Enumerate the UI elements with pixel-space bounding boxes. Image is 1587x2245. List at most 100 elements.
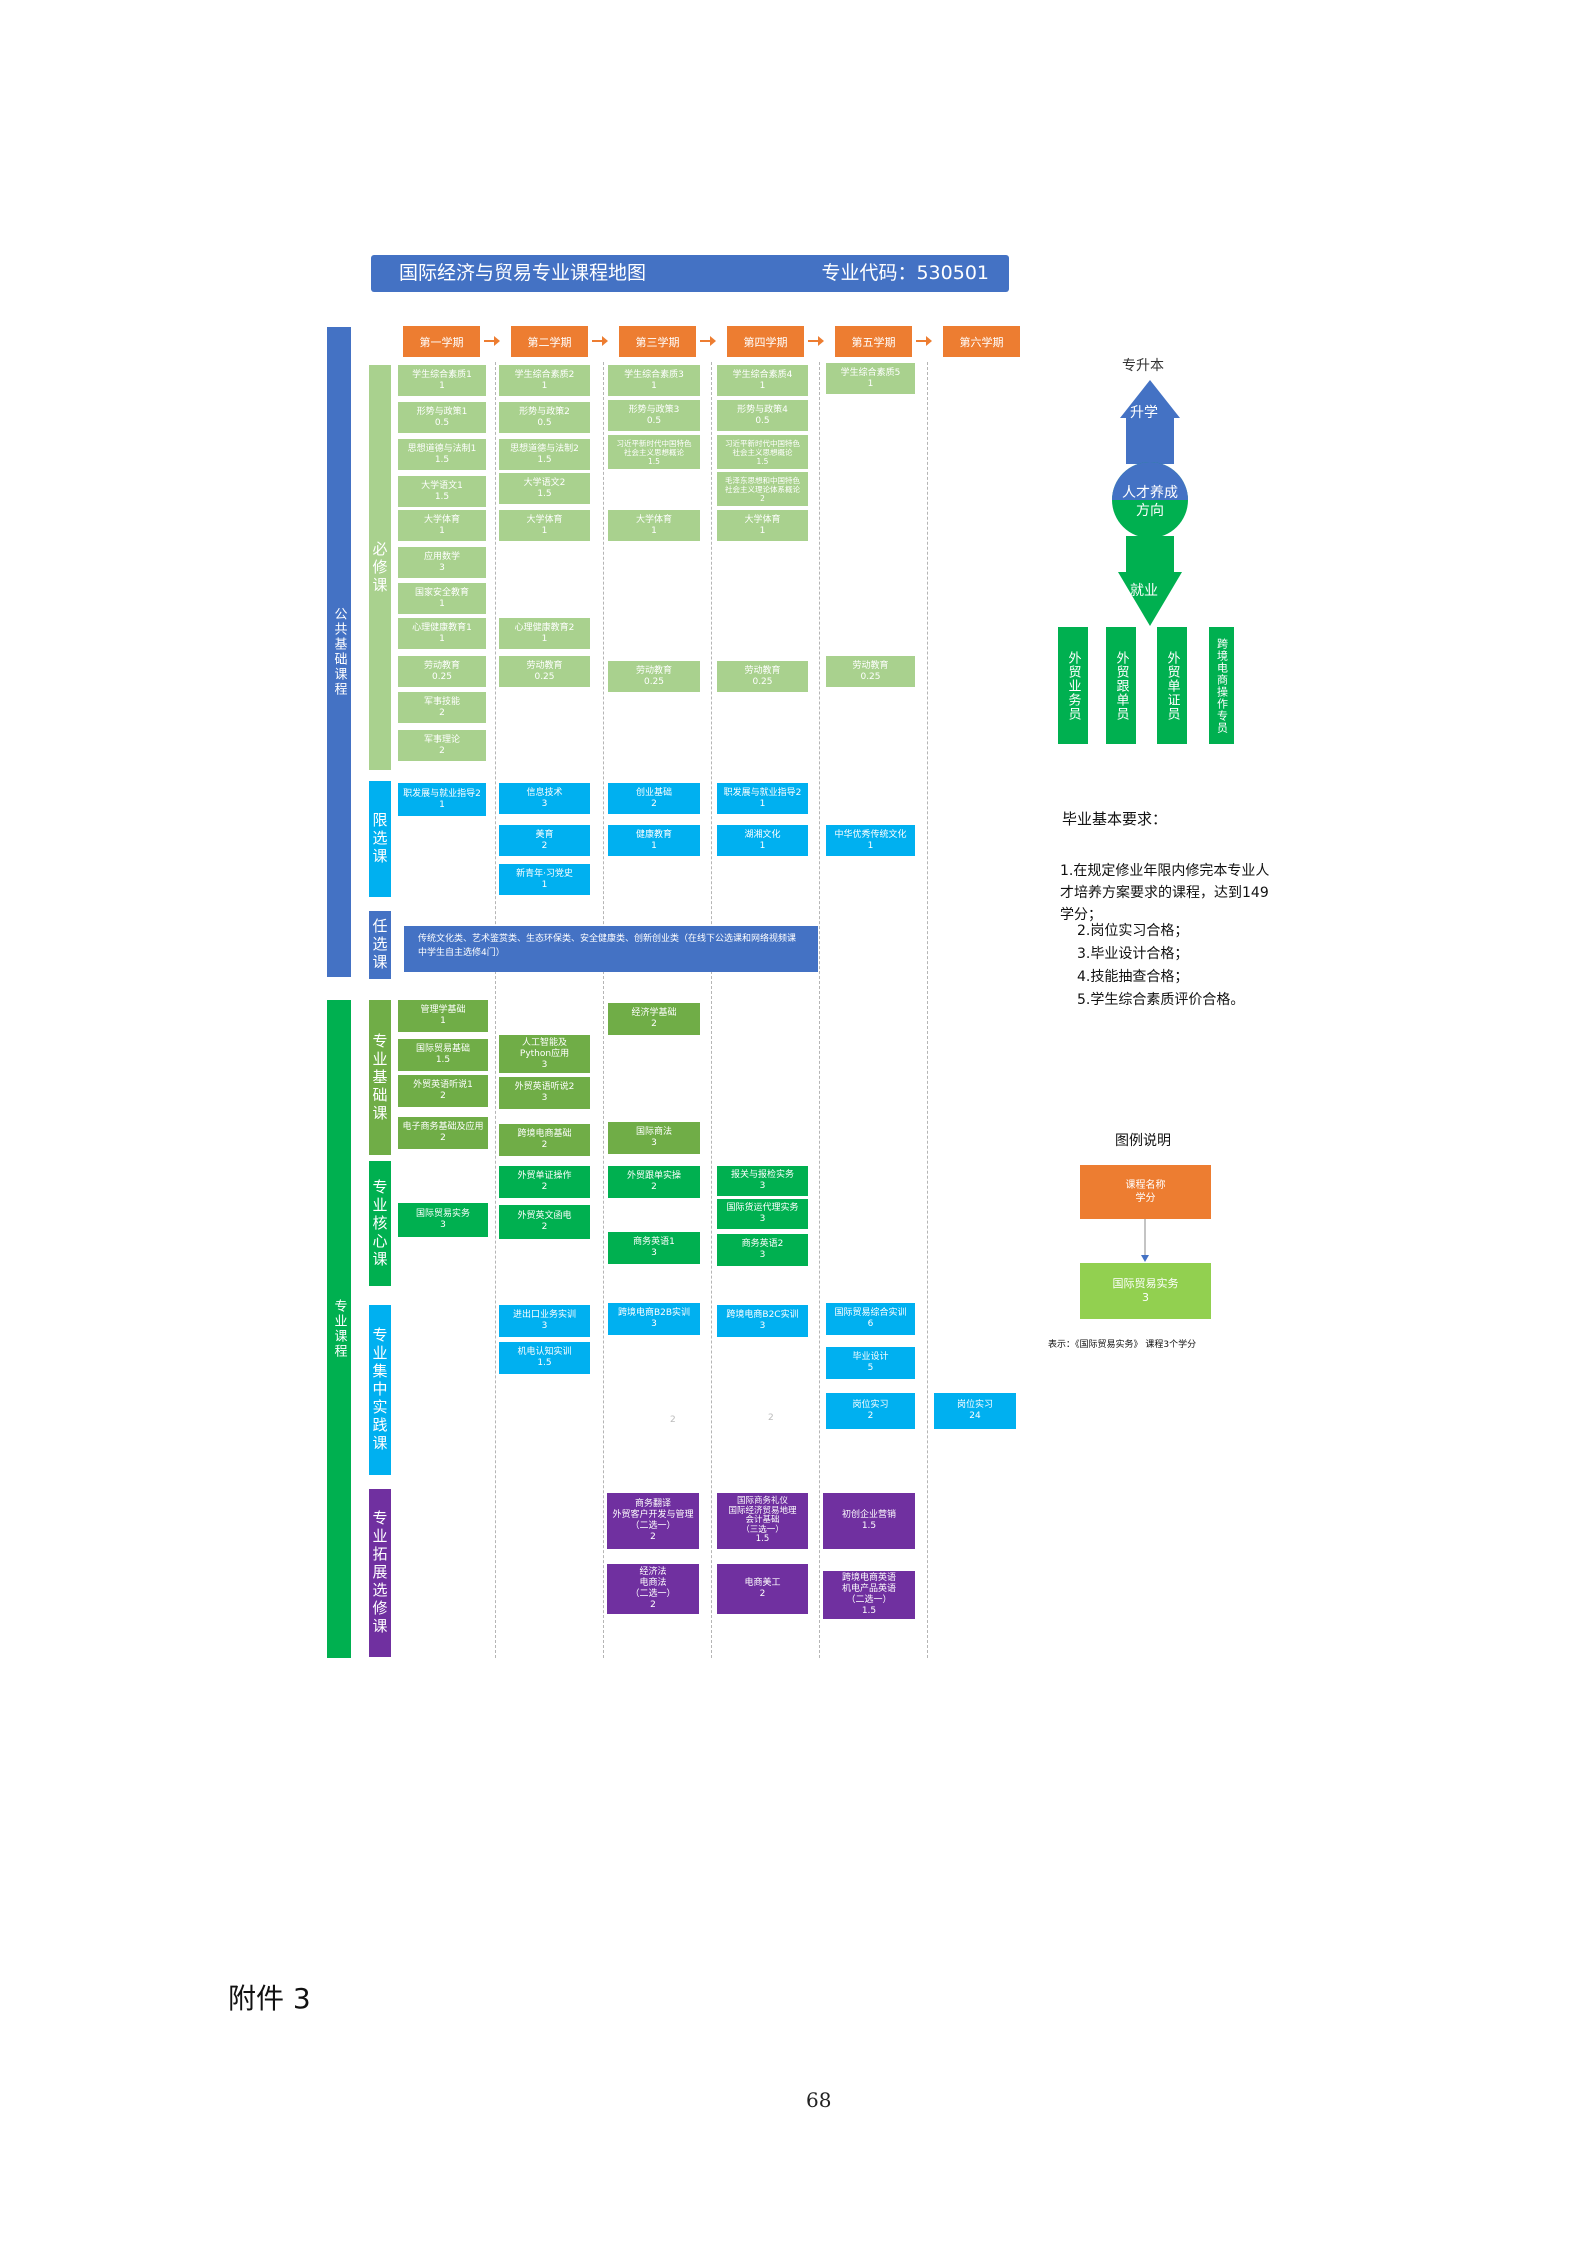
page-number: 68 <box>806 2088 832 2112</box>
career-box: 外贸跟单员 <box>1106 627 1136 744</box>
subgroup-core: 专业核心课 <box>369 1161 391 1286</box>
course-credit: 3 <box>759 1181 766 1191</box>
course-credit: 1 <box>651 525 657 536</box>
course-credit: 1 <box>541 380 548 391</box>
course-credit: 1 <box>439 525 445 536</box>
course-name: 外贸英文函电 <box>517 1211 572 1221</box>
course-name: 国家安全教育 <box>414 587 469 598</box>
course-name: 军事理论 <box>423 734 460 745</box>
course-name: 商务翻译 外贸客户开发与管理 （二选一） <box>612 1499 694 1531</box>
course-name: 职发展与就业指导2 <box>723 787 802 798</box>
course-name: 军事技能 <box>423 696 460 707</box>
course-name: 岗位实习 <box>956 1400 993 1410</box>
course-credit: 0.5 <box>434 417 450 428</box>
course-credit: 0.25 <box>752 676 773 687</box>
course-name: 毕业设计 <box>852 1352 889 1362</box>
course-name: 国际贸易实务 <box>1112 1277 1179 1290</box>
course-credit: 3 <box>1142 1291 1149 1304</box>
semester-arrow <box>808 336 824 346</box>
requirement-item: 5.学生综合素质评价合格。 <box>1077 992 1245 1008</box>
course-credit: 学分 <box>1135 1193 1156 1204</box>
course-name: 劳动教育 <box>744 665 781 676</box>
course-credit: 6 <box>867 1319 874 1329</box>
course-credit: 3 <box>759 1321 766 1331</box>
course-credit: 1.5 <box>756 456 769 466</box>
course-name: 健康教育 <box>635 829 672 840</box>
course-credit: 0.5 <box>755 415 770 426</box>
course-name: 外贸单证操作 <box>517 1171 572 1181</box>
column-divider <box>603 362 604 1658</box>
group-major-courses: 专业课程 <box>327 1000 351 1658</box>
course-name: 大学语文1 <box>421 480 463 491</box>
subgroup-foundation: 专业基础课 <box>369 1000 391 1155</box>
semester-5-header: 第五学期 <box>835 326 912 357</box>
subgroup-required: 必修课 <box>369 365 391 770</box>
course-name: 心理健康教育2 <box>514 622 575 633</box>
course-credit: 1.5 <box>537 488 552 499</box>
course-name: 习近平新时代中国特色 社会主义思想概论 <box>616 438 692 457</box>
course-name: 大学语文2 <box>523 477 566 488</box>
requirements-title: 毕业基本要求： <box>1062 810 1168 828</box>
semester-arrow <box>592 336 608 346</box>
semester-arrow <box>484 336 500 346</box>
course-credit: 2 <box>541 840 548 851</box>
course-name: 应用数学 <box>423 551 460 562</box>
course-credit: 1.5 <box>537 454 552 465</box>
pathway-arrows <box>1112 380 1188 626</box>
course-credit: 3 <box>651 1138 657 1148</box>
course-box: 商务翻译 外贸客户开发与管理 （二选一）2 <box>607 1493 699 1549</box>
course-name: 国际贸易综合实训 <box>834 1308 907 1318</box>
course-credit: 1 <box>651 380 657 391</box>
course-name: 习近平新时代中国特色 社会主义思想概论 <box>725 438 800 457</box>
course-credit: 3 <box>541 1059 548 1070</box>
course-name: 形势与政策4 <box>737 404 788 415</box>
course-name: 跨境电商B2B实训 <box>617 1308 691 1318</box>
course-credit: 0.5 <box>646 415 662 426</box>
course-credit: 2 <box>650 1600 656 1610</box>
course-credit: 1 <box>440 1016 446 1026</box>
course-name: 劳动教育 <box>526 660 563 671</box>
course-name: 机电认知实训 <box>517 1347 572 1357</box>
career-box: 外贸业务员 <box>1058 627 1088 744</box>
course-credit: 2 <box>541 1222 548 1232</box>
center-circle-top <box>1112 462 1188 500</box>
course-credit: 1.5 <box>435 1055 451 1065</box>
career-box: 外贸单证员 <box>1157 627 1187 744</box>
course-name: 学生综合素质2 <box>514 369 575 380</box>
legend-sample-box: 课程名称学分 <box>1080 1165 1211 1219</box>
course-credit: 1.5 <box>434 454 450 465</box>
legend-arrow <box>1141 1219 1149 1262</box>
requirement-item: 4.技能抽查合格； <box>1077 969 1189 985</box>
requirement-item: 3.毕业设计合格； <box>1077 946 1189 962</box>
